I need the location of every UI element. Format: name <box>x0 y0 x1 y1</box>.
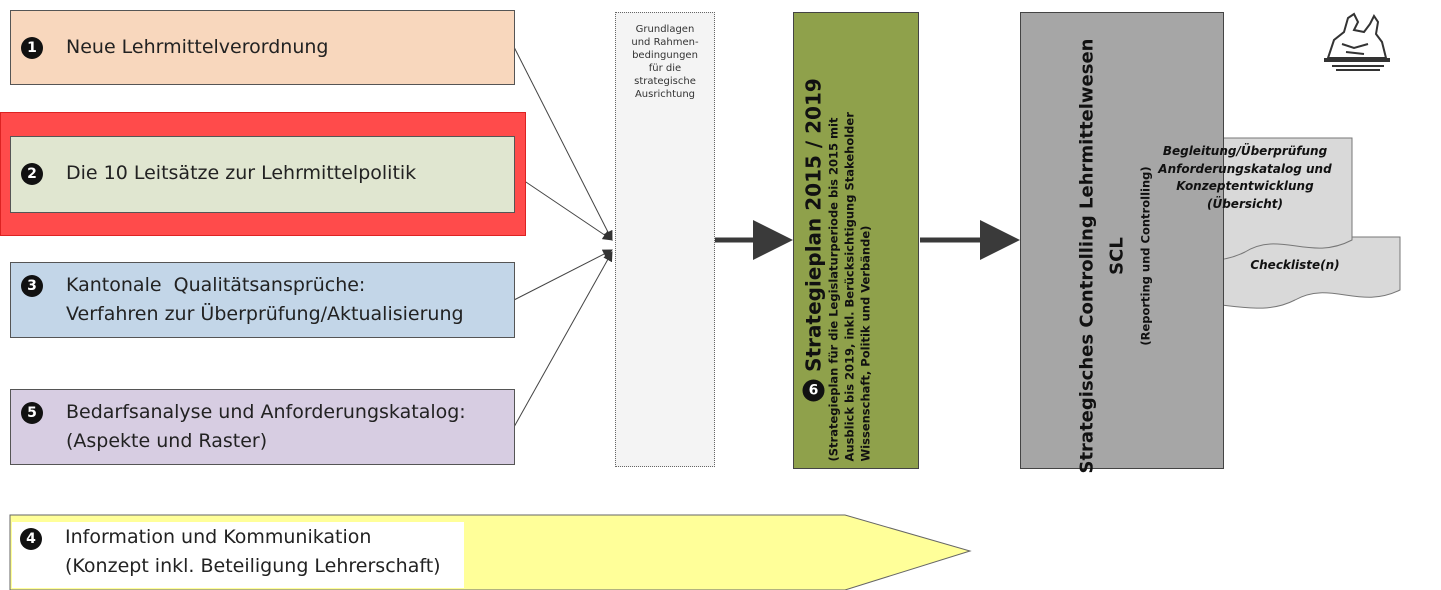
number-badge-2: 2 <box>21 163 43 185</box>
connector-box3 <box>513 249 613 301</box>
number-badge-6: 6 <box>802 379 825 402</box>
controlling-sub: (Reporting und Controlling) <box>1138 166 1153 346</box>
doc-begleitung: Begleitung/Überprüfung Anforderungskatal… <box>1138 143 1352 213</box>
box-leitsaetze: 2 Die 10 Leitsätze zur Lehrmittelpolitik <box>10 136 515 213</box>
doc-begleitung-line: (Übersicht) <box>1206 196 1283 211</box>
box4-text-area <box>12 522 464 588</box>
box-bedarfsanalyse: 5 Bedarfsanalyse und Anforderungskatalog… <box>10 389 515 465</box>
strategieplan-line3: Wissenschaft, Politik und Verbände) <box>858 225 873 462</box>
box4-line1: Information und Kommunikation <box>65 526 372 548</box>
strategieplan-text: 6 Strategieplan 2015 / 2019 (Strategiepl… <box>798 13 916 468</box>
box3-line1: Kantonale Qualitätsansprüche: <box>66 274 366 296</box>
number-badge-5: 5 <box>21 402 43 424</box>
number-badge-1: 1 <box>21 37 43 59</box>
box-lehrmittelverordnung: 1 Neue Lehrmittelverordnung <box>10 10 515 85</box>
connector-box1 <box>513 46 613 241</box>
doc-begleitung-line: Konzeptentwicklung <box>1176 179 1314 193</box>
doc-begleitung-line: Begleitung/Überprüfung <box>1162 144 1328 158</box>
strategieplan-line2: Ausblick bis 2019, inkl. Berücksichtigun… <box>842 112 857 462</box>
grundlagen-line: Grundlagen <box>635 24 695 35</box>
box3-line2: Verfahren zur Überprüfung/Aktualisierung <box>66 303 464 325</box>
number-badge-4: 4 <box>20 528 42 550</box>
box5-line2: (Aspekte und Raster) <box>66 430 268 452</box>
box1-label: Neue Lehrmittelverordnung <box>66 36 329 58</box>
connector-box2 <box>513 173 613 241</box>
strategieplan-title: Strategieplan 2015 / 2019 <box>801 78 826 372</box>
controlling-box: Strategisches Controlling Lehrmittelwese… <box>1020 12 1224 474</box>
controlling-title: Strategisches Controlling Lehrmittelwese… <box>1076 38 1098 474</box>
grundlagen-box: Grundlagen und Rahmen- bedingungen für d… <box>615 12 715 467</box>
box5-line1: Bedarfsanalyse und Anforderungskatalog: <box>66 401 466 423</box>
grundlagen-line: bedingungen <box>632 50 698 61</box>
box-qualitaetsansprueche: 3 Kantonale Qualitätsansprüche: Verfahre… <box>10 262 515 338</box>
zurich-lion-logo <box>1324 12 1390 71</box>
controlling-text: Strategisches Controlling Lehrmittelwese… <box>1073 29 1169 484</box>
connector-box5 <box>513 251 613 428</box>
grundlagen-line: Ausrichtung <box>634 89 696 100</box>
grundlagen-text: Grundlagen und Rahmen- bedingungen für d… <box>616 23 714 101</box>
strategieplan-box: 6 Strategieplan 2015 / 2019 (Strategiepl… <box>793 12 919 469</box>
number-badge-3: 3 <box>21 275 43 297</box>
strategieplan-line1: (Strategieplan für die Legislaturperiode… <box>826 117 841 462</box>
grundlagen-line: strategische <box>634 76 696 87</box>
controlling-abbr: SCL <box>1106 237 1128 275</box>
grundlagen-line: und Rahmen- <box>631 37 699 48</box>
doc-begleitung-line: Anforderungskatalog und <box>1158 161 1332 176</box>
box4-line2: (Konzept inkl. Beteiligung Lehrerschaft) <box>65 555 441 577</box>
doc-checkliste-label: Checkliste(n) <box>1250 258 1340 272</box>
grundlagen-line: für die <box>648 63 682 74</box>
box2-label: Die 10 Leitsätze zur Lehrmittelpolitik <box>66 162 417 184</box>
